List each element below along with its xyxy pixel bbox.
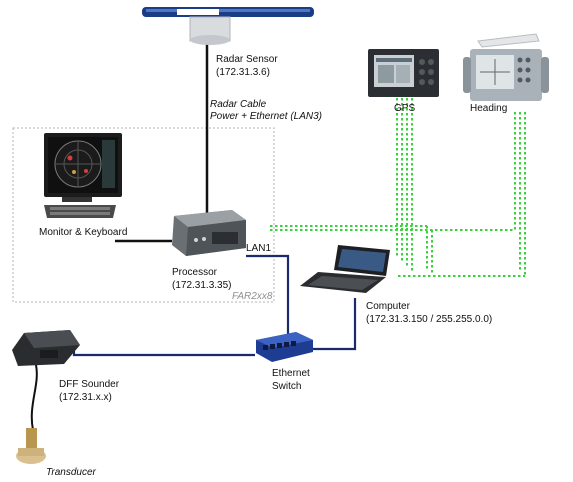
gps-image [368,49,439,97]
nmea-lines [270,93,526,277]
radar-cable-spec-label: Power + Ethernet (LAN3) [210,111,322,122]
heading-image [463,33,549,101]
processor-image [172,210,246,256]
processor-label: Processor [172,267,218,278]
dff-sounder-label: DFF Sounder [59,379,120,390]
far-group-label: FAR2xx8 [232,291,273,302]
computer-label: Computer [366,301,410,312]
radar-sensor-ip-label: (172.31.3.6) [216,67,270,78]
computer-ip-label: (172.31.3.150 / 255.255.0.0) [366,314,493,325]
radar-sensor-label: Radar Sensor [216,54,278,65]
lan1-label: LAN1 [246,243,272,254]
gps-label: GPS [394,103,416,114]
switch-label: Ethernet [272,368,310,379]
radar-cable-label: Radar Cable [210,99,267,110]
transducer-cable-line [30,364,38,431]
dff-sounder-image [12,330,80,366]
switch-label-2: Switch [272,381,302,392]
transducer-label: Transducer [46,467,96,478]
transducer-image [16,428,46,464]
monitor-keyboard-label: Monitor & Keyboard [39,227,128,238]
far-group-box [12,127,275,303]
ethernet-switch-image [256,332,313,362]
computer-image [300,245,390,293]
monitor-keyboard-image [44,133,122,218]
heading-label: Heading [470,103,508,114]
radar-sensor-image [142,7,314,45]
dff-sounder-ip-label: (172.31.x.x) [59,392,112,403]
processor-ip-label: (172.31.3.35) [172,280,232,291]
